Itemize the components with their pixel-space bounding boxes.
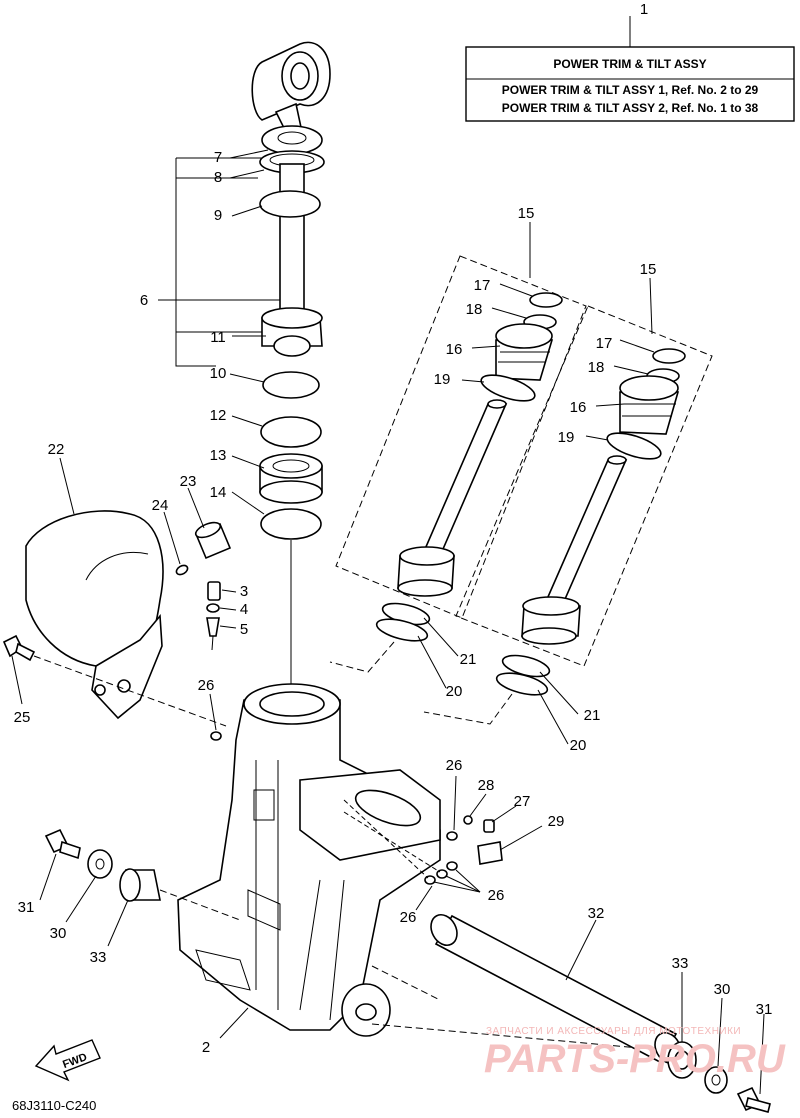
title-box-heading: POWER TRIM & TILT ASSY	[553, 57, 706, 71]
callout-26-right: 26	[488, 887, 505, 904]
callout-15-right: 15	[640, 261, 657, 278]
callout-23: 23	[180, 473, 197, 490]
tilt-rod-assembly	[175, 41, 331, 696]
callout-12: 12	[210, 407, 227, 424]
callout-5: 5	[240, 621, 248, 638]
callout-20-left: 20	[446, 683, 463, 700]
valve-parts	[343, 799, 503, 885]
callout-27: 27	[514, 793, 531, 810]
callout-31-right: 31	[756, 1001, 773, 1018]
callout-15-left: 15	[518, 205, 535, 222]
callout-24: 24	[152, 497, 169, 514]
callout-16-right: 16	[570, 399, 587, 416]
callout-19-left: 19	[434, 371, 451, 388]
callout-11: 11	[210, 329, 226, 346]
callout-20-right: 20	[570, 737, 587, 754]
callout-29: 29	[548, 813, 565, 830]
tilt-cylinder-kit-left	[335, 255, 587, 619]
callout-30-right: 30	[714, 981, 731, 998]
callout-9: 9	[214, 207, 222, 224]
title-box-line-1: POWER TRIM & TILT ASSY 1, Ref. No. 2 to …	[502, 83, 759, 97]
callout-6: 6	[140, 292, 148, 309]
callout-labels: 7 8 9 6 11 10 12 13 14 15 15 17 18 16 19…	[14, 149, 773, 1056]
callout-21-right: 21	[584, 707, 601, 724]
fwd-arrow: FWD	[34, 1039, 101, 1082]
callout-18-right: 18	[588, 359, 605, 376]
right-fasteners	[667, 1041, 771, 1113]
left-fasteners	[44, 828, 241, 921]
callout-26-bottom: 26	[400, 909, 417, 926]
callout-32: 32	[588, 905, 605, 922]
callout-33-left: 33	[90, 949, 107, 966]
diagram-code: 68J3110-C240	[12, 1098, 96, 1113]
callout-19-right: 19	[558, 429, 575, 446]
callout-25: 25	[14, 709, 31, 726]
tilt-bracket-body	[177, 683, 441, 1037]
callout-30-left: 30	[50, 925, 67, 942]
cover-22	[25, 510, 164, 720]
watermark-brand: PARTS-PRO.RU	[484, 1037, 786, 1081]
small-parts	[2, 521, 232, 741]
callout-33-right: 33	[672, 955, 689, 972]
seal-rings	[329, 602, 551, 725]
title-box-line-2: POWER TRIM & TILT ASSY 2, Ref. No. 1 to …	[502, 101, 759, 115]
leader-lines	[11, 149, 765, 1095]
callout-21-left: 21	[460, 651, 477, 668]
callout-26-top: 26	[446, 757, 463, 774]
watermark-tagline: ЗАПЧАСТИ И АКСЕССУАРЫ ДЛЯ МОТОТЕХНИКИ	[486, 1026, 741, 1037]
callout-16-left: 16	[446, 341, 463, 358]
callout-22: 22	[48, 441, 65, 458]
callout-18-left: 18	[466, 301, 483, 318]
callout-7: 7	[214, 149, 222, 166]
callout-26-left: 26	[198, 677, 215, 694]
callout-31-left: 31	[18, 899, 35, 916]
callout-10: 10	[210, 365, 227, 382]
callout-17-right: 17	[596, 335, 613, 352]
callout-4: 4	[240, 601, 248, 618]
callout-28: 28	[478, 777, 495, 794]
callout-14: 14	[210, 484, 227, 501]
callout-1: 1	[640, 1, 648, 18]
callout-8: 8	[214, 169, 222, 186]
tilt-cylinder-kit-right	[455, 305, 713, 667]
callout-3: 3	[240, 583, 248, 600]
watermark: ЗАПЧАСТИ И АКСЕССУАРЫ ДЛЯ МОТОТЕХНИКИ PA…	[484, 1026, 786, 1081]
callout-13: 13	[210, 447, 227, 464]
title-box: POWER TRIM & TILT ASSY POWER TRIM & TILT…	[465, 1, 795, 122]
callout-2: 2	[202, 1039, 210, 1056]
callout-17-left: 17	[474, 277, 491, 294]
